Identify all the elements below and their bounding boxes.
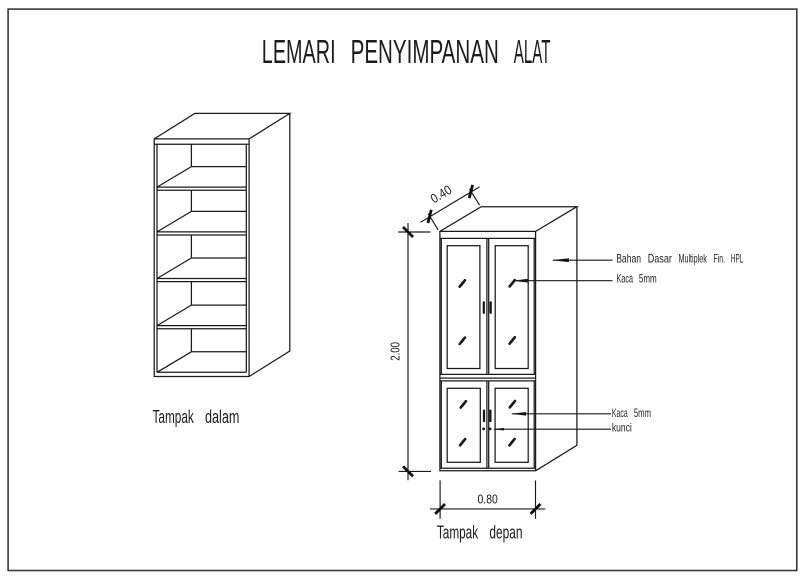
- svg-text:0.80: 0.80: [478, 492, 498, 507]
- svg-text:Tampak: Tampak: [153, 406, 195, 427]
- svg-text:5mm: 5mm: [634, 406, 651, 420]
- svg-text:Multiplek: Multiplek: [679, 251, 708, 265]
- svg-text:Kaca: Kaca: [617, 271, 634, 285]
- svg-text:depan: depan: [489, 522, 522, 543]
- svg-text:Dasar: Dasar: [648, 251, 672, 265]
- svg-text:2.00: 2.00: [388, 342, 403, 361]
- svg-text:dalam: dalam: [205, 406, 239, 427]
- svg-text:Fin.: Fin.: [713, 251, 725, 265]
- svg-text:LEMARI: LEMARI: [262, 34, 336, 71]
- svg-text:ALAT: ALAT: [514, 34, 551, 71]
- svg-text:kunci: kunci: [612, 420, 632, 434]
- svg-text:Tampak: Tampak: [437, 522, 479, 543]
- svg-text:PENYIMPANAN: PENYIMPANAN: [351, 34, 499, 71]
- svg-text:Kaca: Kaca: [612, 406, 628, 420]
- svg-text:5mm: 5mm: [639, 271, 657, 285]
- svg-text:0.40: 0.40: [428, 182, 455, 206]
- svg-text:Bahan: Bahan: [616, 251, 641, 265]
- svg-text:HPL: HPL: [731, 251, 744, 265]
